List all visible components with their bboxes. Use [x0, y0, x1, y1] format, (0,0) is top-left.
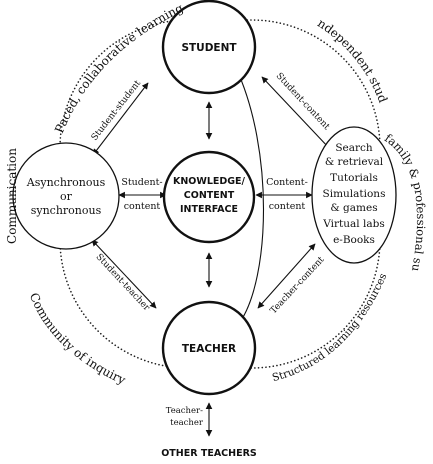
resources-line-3: Tutorials	[330, 172, 378, 184]
resources-line-2: & retrieval	[325, 156, 384, 168]
student-student-label: Student-student	[90, 78, 143, 142]
left-node-line-2: or	[60, 190, 73, 203]
student-content-top-arrow	[261, 76, 331, 150]
resources-line-1: Search	[335, 142, 373, 154]
resources-line-4: Simulations	[323, 188, 386, 200]
student-teacher-arrow	[91, 239, 157, 309]
resources-line-5: & games	[330, 202, 377, 214]
teacher-teacher-label-2: teacher	[170, 418, 204, 428]
interface-label-line-1: KNOWLEDGE/	[173, 176, 246, 187]
content-content-label-1: Content-	[266, 177, 308, 188]
left-node-line-1: Asynchronous	[26, 176, 106, 189]
student-label: STUDENT	[181, 42, 237, 54]
student-content-left-label-1: Student-	[121, 177, 162, 188]
teacher-label: TEACHER	[182, 343, 236, 355]
connectors	[91, 67, 331, 437]
other-teachers-label: OTHER TEACHERS	[161, 448, 257, 459]
student-content-top-label: Student-content	[274, 71, 332, 132]
knowledge-content-interface-node	[162, 150, 256, 244]
resources-line-7: e-Books	[333, 234, 375, 246]
resources-line-6: Virtual labs	[322, 218, 384, 230]
content-content-label-2: content	[269, 201, 306, 212]
left-node-line-3: synchronous	[31, 204, 102, 217]
teacher-node	[161, 300, 257, 396]
student-node	[161, 0, 257, 95]
student-teacher-curve-arrow	[235, 67, 264, 323]
teacher-teacher-label-1: Teacher-	[166, 406, 203, 416]
student-student-arrow	[92, 82, 149, 156]
teacher-content-arrow	[257, 243, 316, 309]
interface-label-line-3: INTERFACE	[180, 204, 238, 215]
student-content-left-label-2: content	[124, 201, 161, 212]
resources-node	[311, 126, 397, 264]
interface-label-line-2: CONTENT	[184, 190, 235, 201]
student-teacher-label: Student-teacher	[94, 252, 152, 313]
async-sync-node	[12, 142, 120, 250]
outer-label-communication: Communication	[5, 148, 19, 244]
